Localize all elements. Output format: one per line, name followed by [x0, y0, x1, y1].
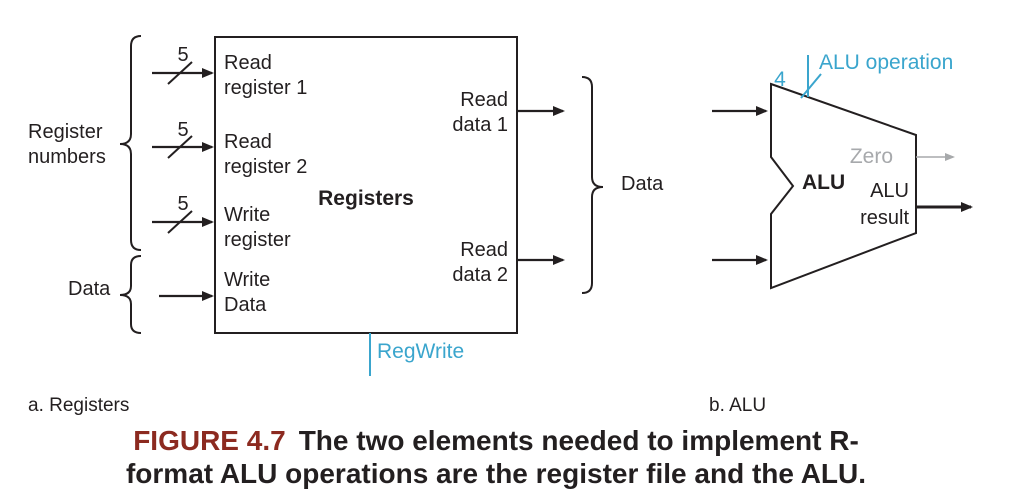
port-write-data: Write Data	[224, 269, 271, 316]
port-read-data-2: Read data 2	[452, 239, 508, 286]
register-numbers-brace	[119, 35, 142, 251]
bus-width-5-label-2: 5	[177, 119, 189, 141]
alu-result-label: ALU result	[860, 180, 909, 229]
zero-output-label: Zero	[849, 145, 893, 168]
sublabel-a-registers: a. Registers	[28, 395, 130, 416]
figure-caption-text: The two elements needed to implement R- …	[125, 425, 867, 489]
port-read-data-1: Read data 1	[452, 89, 508, 136]
port-read-register-1: Read register 1	[224, 52, 308, 99]
alu-shape	[770, 82, 917, 290]
data-in-brace	[119, 255, 142, 334]
bus-slash-2	[167, 135, 193, 159]
data-in-label: Data	[68, 278, 111, 300]
alu-operation-label: ALU operation	[819, 51, 954, 74]
register-numbers-label: Register numbers	[28, 121, 106, 168]
sublabel-b-alu: b. ALU	[709, 395, 767, 416]
bus-slash-1	[167, 61, 193, 85]
register-file-title: Registers	[318, 187, 414, 210]
register-file-box	[214, 36, 518, 334]
data-out-label: Data	[621, 173, 664, 195]
port-read-register-2: Read register 2	[224, 131, 308, 178]
alu-bus-width-4-label: 4	[774, 68, 786, 91]
bus-slash-3	[167, 210, 193, 234]
alu-unit-label: ALU	[802, 171, 846, 194]
figure-number: FIGURE 4.7	[133, 425, 286, 456]
port-write-register: Write register	[224, 204, 291, 251]
bus-width-5-label-1: 5	[177, 44, 189, 66]
regwrite-label: RegWrite	[377, 340, 465, 363]
bus-width-5-label-3: 5	[177, 193, 189, 215]
data-out-brace	[581, 76, 604, 294]
alu-operation-slash	[800, 73, 822, 99]
